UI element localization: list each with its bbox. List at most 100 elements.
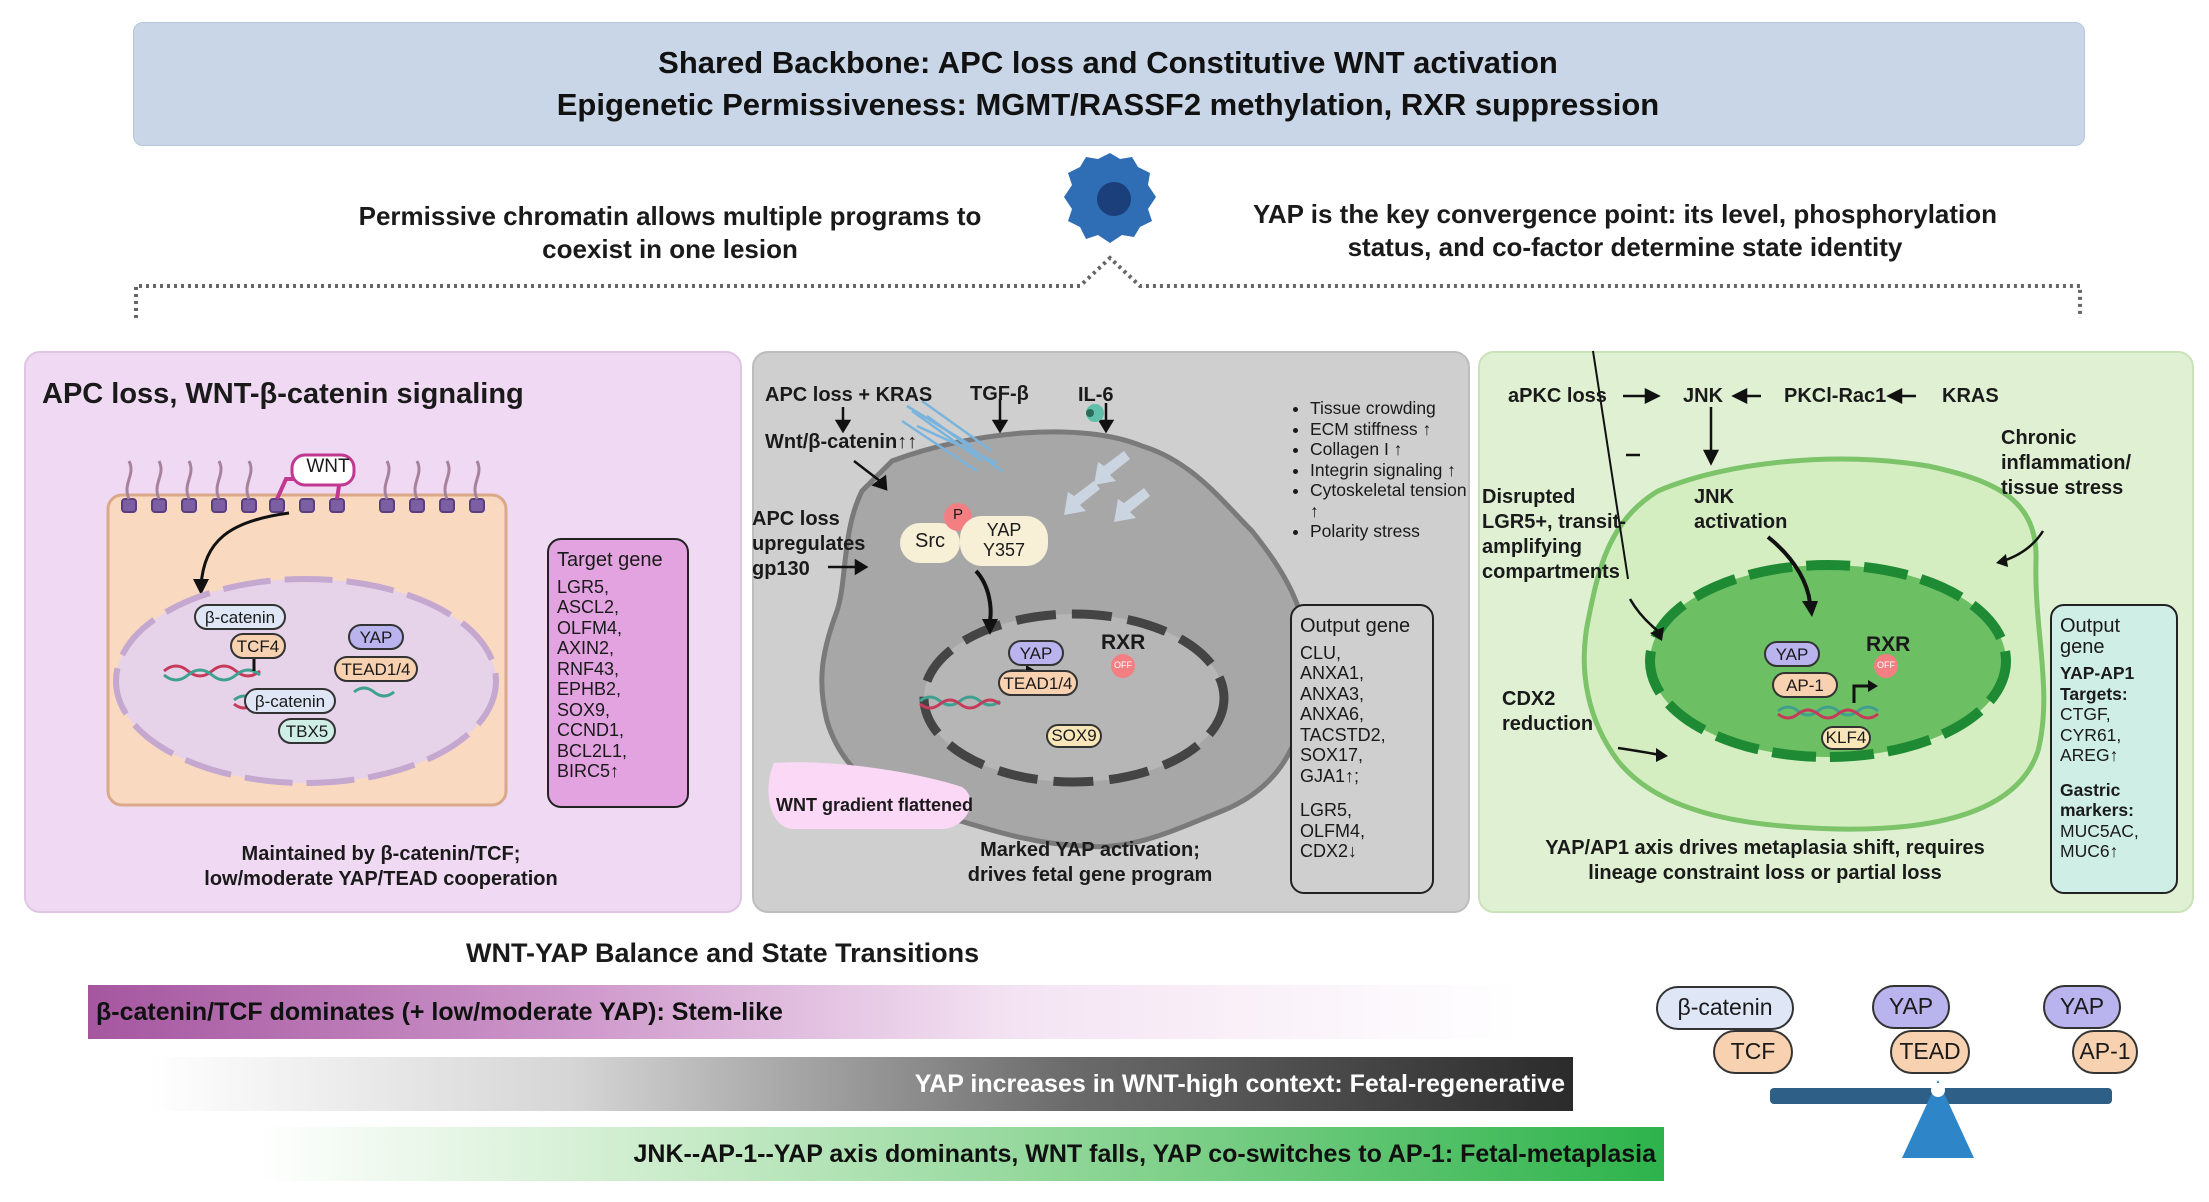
mechanical-cue-item: Tissue crowding [1310,398,1480,419]
wnt-ligand: WNT [306,456,350,477]
chronic-inflammation-label: Chronic inflammation/ tissue stress [2001,426,2131,501]
gastric-head: Gastric [2060,779,2121,800]
gp130-line2: upregulates [752,533,866,555]
bar-stem-like: β-catenin/TCF dominates (+ low/moderate … [88,985,1520,1039]
target-gene-item: RNF43, [557,658,620,679]
chronic-line3: tissue stress [2001,477,2124,499]
gp130-line1: APC loss [752,508,840,530]
panel1-footer: Maintained by β-catenin/TCF; low/moderat… [24,842,738,892]
disrupted-line: Disrupted [1482,486,1576,508]
panel3-output-gene-box: Output gene YAP-AP1 Targets: CTGF, CYR61… [2050,604,2178,894]
output-gene-header-3: Output gene [2060,615,2121,658]
gastric-marker: MUC6↑ [2060,841,2119,861]
output-gene-item: SOX17, [1300,745,1364,765]
output-gene-item: GJA1↑; [1300,765,1360,786]
klf4-pill: KLF4 [1821,726,1871,750]
target-gene-item: LGR5, [557,576,610,597]
chronic-line2: inflammation/ [2001,452,2132,474]
target-gene-item: CCND1, [557,720,625,740]
panel3-footer-line2: lineage constraint loss or partial loss [1588,862,1942,884]
gastric-marker: MUC5AC, [2060,820,2139,841]
beta-catenin-pill-2: β-catenin [244,688,336,714]
tead-pill-2: TEAD1/4 [998,670,1078,696]
dotted-bracket [134,255,2082,318]
tbx5-pill: TBX5 [278,718,336,744]
gp130-line3: gp130 [752,558,810,580]
panel1-target-gene-box: Target gene LGR5, ASCL2, OLFM4, AXIN2, R… [547,538,689,808]
pkci-label: PKCl-Rac1 [1784,385,1887,407]
chronic-line1: Chronic [2001,427,2077,449]
balance-scale-icon [1770,1080,2112,1158]
caption-right-line2: status, and co-factor determine state id… [1347,232,1903,262]
target-gene-item: ASCL2, [557,597,620,617]
caption-right: YAP is the key convergence point: its le… [1230,198,2020,264]
bar-fetal-regenerative: YAP increases in WNT-high context: Fetal… [148,1057,1573,1111]
tgfb-label: TGF-β [970,383,1029,405]
mechanical-cue-item: Polarity stress [1310,521,1480,542]
balance-yap-2: YAP [2043,985,2121,1029]
jnk-label: JNK [1683,385,1724,407]
yap-ap1-target: CTGF, [2060,704,2111,724]
beta-catenin-pill: β-catenin [194,604,286,630]
sox9-pill: SOX9 [1046,724,1102,748]
apc-kras-label: APC loss + KRAS [765,384,933,406]
mechanical-cue-item: ECM stiffness ↑ [1310,419,1480,440]
wnt-gradient-label: WNT gradient flattened [776,795,973,815]
caption-left-line2: coexist in one lesion [542,234,798,264]
src-pill: Src [900,523,960,563]
yap-pill-2: YAP [1008,640,1064,666]
jnk-activation-line2: activation [1694,511,1788,533]
output-gene-item: ANXA6, [1300,704,1365,724]
yap-ap1-targets-head: Targets: [2060,683,2128,704]
panel1-footer-line2: low/moderate YAP/TEAD cooperation [204,868,558,890]
kras-label: KRAS [1942,385,1999,407]
panel3-footer: YAP/AP1 axis drives metaplasia shift, re… [1480,836,2050,886]
header-bracket-graphic [134,153,2082,318]
panel3-footer-line1: YAP/AP1 axis drives metaplasia shift, re… [1545,837,1985,859]
balance-tead: TEAD [1890,1030,1970,1074]
panel2-footer-line2: drives fetal gene program [967,864,1213,886]
panel2-footer: Marked YAP activation; drives fetal gene… [900,838,1280,888]
balance-ap1: AP-1 [2072,1030,2138,1074]
panel1-footer-line1: Maintained by β-catenin/TCF; [241,843,521,865]
bar-stem-label: β-catenin/TCF dominates (+ low/moderate … [96,997,783,1026]
caption-left: Permissive chromatin allows multiple pro… [290,200,1050,266]
rxr-off-badge: OFF [1111,654,1135,678]
header-title-line1: Shared Backbone: APC loss and Constituti… [658,45,1558,80]
output-gene-item: TACSTD2, [1300,724,1386,745]
rxr-label: RXR [1101,631,1146,654]
cdx2-line2: reduction [1502,713,1594,735]
target-gene-item: BIRC5↑ [557,761,620,781]
mechanical-cues-list: Tissue crowding ECM stiffness ↑ Collagen… [1290,398,1480,542]
wnt-up-label: Wnt/β-catenin↑↑ [765,431,918,453]
mechanical-cue-item: Collagen I ↑ [1310,439,1480,460]
il6-label: IL-6 [1078,384,1114,406]
output-gene-item: LGR5, [1300,800,1353,820]
balance-yap-1: YAP [1872,985,1950,1029]
target-gene-item: OLFM4, [557,617,623,638]
transitions-title: WNT-YAP Balance and State Transitions [466,938,980,968]
yap-y357-line2: Y357 [982,540,1026,560]
target-gene-header: Target gene [557,549,663,571]
balance-tcf: TCF [1713,1030,1793,1074]
yap-y357-line1: YAP [986,520,1022,540]
disrupted-line: amplifying [1482,536,1583,558]
balance-beta-catenin: β-catenin [1656,986,1794,1030]
target-gene-item: AXIN2, [557,638,615,658]
cell-icon [1064,153,1156,243]
disrupted-compartments-label: Disrupted LGR5+, transit- amplifying com… [1482,485,1626,585]
output-gene-item: OLFM4, [1300,820,1366,841]
yap-ap1-target: AREG↑ [2060,745,2119,765]
disrupted-line: LGR5+, transit- [1482,511,1626,533]
target-gene-item: BCL2L1, [557,740,628,761]
header-title-line2: Epigenetic Permissiveness: MGMT/RASSF2 m… [556,87,1660,122]
output-gene-item: CLU, [1300,642,1342,663]
output-gene-item: ANXA1, [1300,663,1365,683]
output-gene-header: Output gene [1300,615,1411,637]
disrupted-line: compartments [1482,561,1620,583]
jnk-activation-label: JNK activation [1694,485,1787,535]
yap-pill-3: YAP [1764,641,1820,667]
bar-fetal-metaplasia: JNK--AP-1--YAP axis dominants, WNT falls… [258,1127,1664,1181]
panel1-title: APC loss, WNT-β-catenin signaling [42,378,524,410]
yap-y357-pill: YAP Y357 [960,516,1048,566]
